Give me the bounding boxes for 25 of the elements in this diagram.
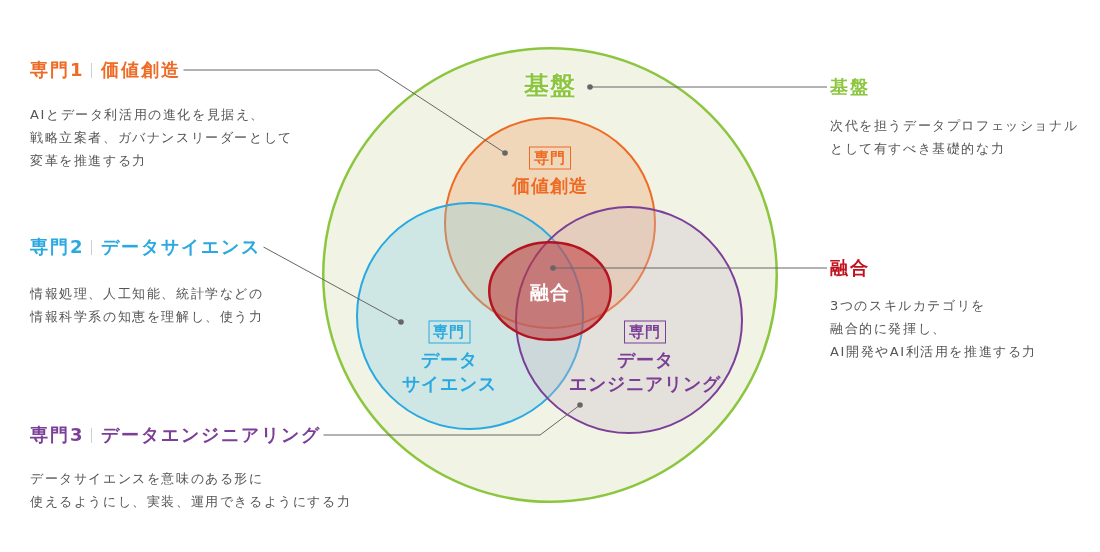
description-text: 次代を担うデータプロフェッショナルとして有すべき基礎的な力 [830, 117, 1079, 158]
heading-text: 融合 [830, 256, 870, 280]
circle-label: データサイエンス [401, 347, 497, 396]
heading-text: 価値創造 [100, 58, 181, 82]
category-tag: 専門 [624, 320, 666, 344]
description-text: AIとデータ利活用の進化を見据え、戦略立案者、ガバナンスリーダーとして変革を推進する力 [30, 106, 293, 170]
heading-text: 専門3 [30, 423, 85, 447]
description-text: 3つのスキルカテゴリを融合的に発揮し、AI開発やAI利活用を推進する力 [830, 297, 1038, 361]
circle-label: 融合 [530, 279, 570, 305]
description-text: データサイエンスを意味のある形に使えるようにし、実装、運用できるようにする力 [30, 470, 352, 511]
heading-text: データエンジニアリング [100, 423, 321, 447]
heading-text: 専門1 [30, 58, 85, 82]
heading-text: 基盤 [830, 75, 870, 99]
leader-line [587, 84, 828, 90]
category-tag: 専門 [529, 146, 571, 170]
leader-line [263, 246, 404, 325]
leader-line [550, 265, 828, 271]
circle-label: 基盤 [524, 69, 576, 101]
leader-line [323, 402, 583, 436]
heading-text: 専門2 [30, 235, 85, 259]
leader-line [183, 69, 508, 156]
description-text: 情報処理、人工知能、統計学などの情報科学系の知恵を理解し、使う力 [30, 285, 264, 326]
circle-label: 価値創造 [512, 173, 588, 198]
circle-label: データエンジニアリング [569, 347, 721, 396]
heading-text: データサイエンス [100, 235, 261, 259]
